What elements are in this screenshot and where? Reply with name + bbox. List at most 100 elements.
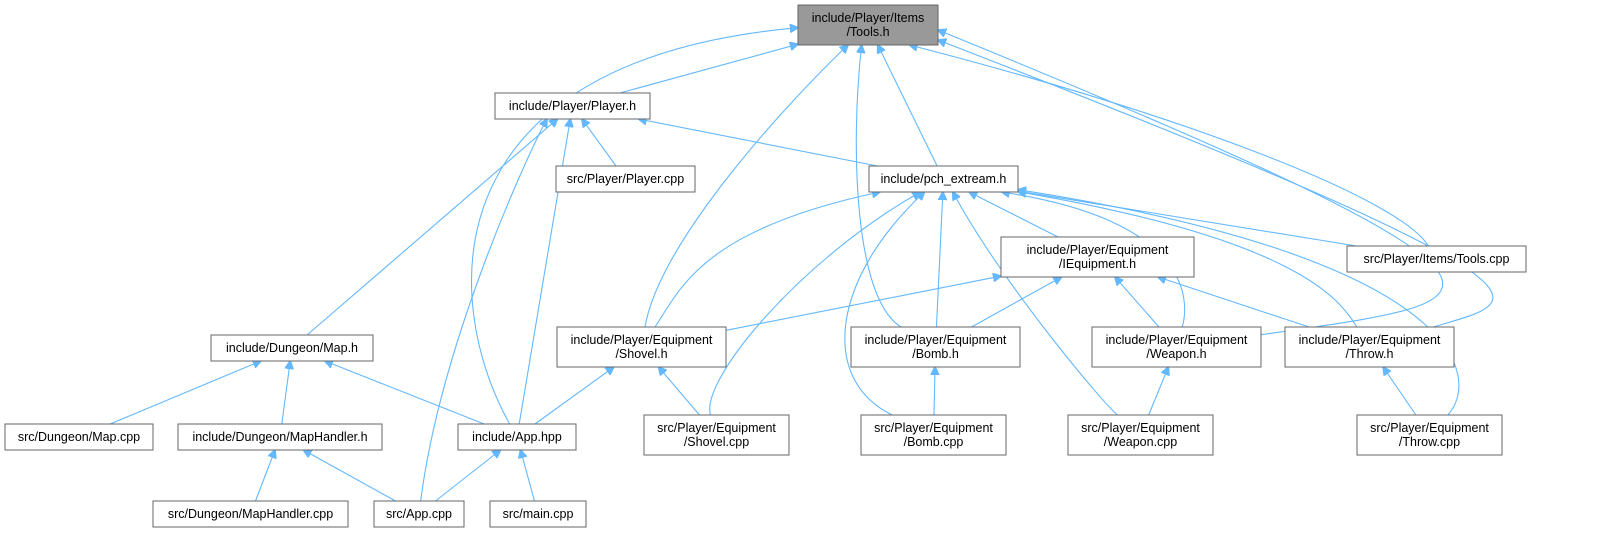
node-box [457,423,577,451]
node-label: /Tools.h [846,25,889,39]
node-label: include/Player/Player.h [509,99,636,113]
edge-map_cpp-to-map_h [109,361,261,425]
node-label: src/Player/Equipment [1370,421,1489,435]
node-box [210,334,374,362]
edge-weapon_cpp-to-pch [953,192,1118,416]
edge-iequip_h-to-pch [969,192,1059,238]
edge-bomb_h-to-pch [935,192,942,328]
node-label: include/Dungeon/MapHandler.h [192,430,367,444]
node-box [373,500,465,528]
node-label: /Throw.h [1346,347,1394,361]
node-label: src/main.cpp [503,507,574,521]
file-nodes: include/Player/Items/Tools.h include/Play… [4,4,1527,528]
node-box [489,500,587,528]
node-maphandler-h[interactable]: include/Dungeon/MapHandler.h [177,423,383,451]
node-box [1000,236,1195,278]
node-label: include/pch_extream.h [881,172,1007,186]
node-label: /Bomb.cpp [904,435,964,449]
node-label: include/Player/Equipment [1027,243,1169,257]
node-box [177,423,383,451]
node-box [4,423,154,451]
node-weapon-cpp[interactable]: src/Player/Equipment/Weapon.cpp [1067,414,1214,456]
edge-app_cpp-to-app_hpp [435,450,501,502]
node-tools-h[interactable]: include/Player/Items/Tools.h [797,4,939,46]
edge-pch-to-player_h [639,119,878,167]
node-iequip-h[interactable]: include/Player/Equipment/IEquipment.h [1000,236,1195,278]
edge-shovel_cpp-to-shovel_h [659,367,700,416]
edge-shovel_h-to-iequip_h [725,276,1001,331]
node-label: src/Player/Equipment [874,421,993,435]
node-box [868,165,1019,193]
node-box [1067,414,1214,456]
node-label: /Weapon.h [1146,347,1206,361]
edge-tools_cpp-to-tools_h [910,45,1429,247]
node-label: src/App.cpp [386,507,452,521]
node-maphandler-cpp[interactable]: src/Dungeon/MapHandler.cpp [152,500,349,528]
node-map-h[interactable]: include/Dungeon/Map.h [210,334,374,362]
node-label: include/Player/Equipment [571,333,713,347]
node-box [850,326,1021,368]
node-box [797,4,939,46]
node-tools-cpp[interactable]: src/Player/Items/Tools.cpp [1346,245,1527,273]
node-label: include/Dungeon/Map.h [226,341,358,355]
node-box [860,414,1007,456]
node-label: /Weapon.cpp [1104,435,1177,449]
edge-throw_h-to-iequip_h [1158,277,1310,328]
node-player-h[interactable]: include/Player/Player.h [494,92,651,120]
node-label: include/Player/Equipment [1106,333,1248,347]
edge-player_h-to-tools_h [619,44,798,94]
node-box [1346,245,1527,273]
node-box [152,500,349,528]
edge-weapon_h-to-iequip_h [1115,277,1160,328]
node-box [1091,326,1262,368]
node-box [556,326,727,368]
node-label: /Throw.cpp [1399,435,1460,449]
node-label: include/Player/Equipment [865,333,1007,347]
node-player-cpp[interactable]: src/Player/Player.cpp [555,165,696,193]
node-box [1356,414,1503,456]
edge-shovel_h-to-pch [654,192,880,328]
edge-app_hpp-to-shovel_h [534,367,614,425]
edge-shovel_cpp-to-pch [709,192,921,416]
edge-shovel_h-to-tools_h [644,45,848,328]
node-shovel-cpp[interactable]: src/Player/Equipment/Shovel.cpp [643,414,790,456]
node-box [555,165,696,193]
edge-throw_h-to-pch [1018,192,1358,328]
node-label: src/Player/Items/Tools.cpp [1364,252,1510,266]
node-label: src/Player/Player.cpp [567,172,684,186]
edge-bomb_h-to-tools_h [855,45,902,328]
node-map-cpp[interactable]: src/Dungeon/Map.cpp [4,423,154,451]
node-label: /Shovel.h [615,347,667,361]
node-box [494,92,651,120]
node-throw-h[interactable]: include/Player/Equipment/Throw.h [1284,326,1455,368]
edge-tools_cpp-to-pch [1018,191,1357,247]
edge-pch-to-tools_h [878,45,938,167]
node-label: include/Player/Equipment [1299,333,1441,347]
edge-throw_h-to-tools_h [938,40,1494,328]
edge-main_cpp-to-app_hpp [521,450,535,502]
node-label: src/Player/Equipment [657,421,776,435]
edge-player_cpp-to-player_h [582,119,617,167]
node-weapon-h[interactable]: include/Player/Equipment/Weapon.h [1091,326,1262,368]
edge-maphandler_cpp-to-maphandler_h [254,450,275,502]
node-bomb-h[interactable]: include/Player/Equipment/Bomb.h [850,326,1021,368]
edge-bomb_cpp-to-bomb_h [934,367,935,416]
edge-bomb_h-to-iequip_h [971,277,1062,328]
edge-app_hpp-to-tools_h [471,28,798,425]
edge-app_hpp-to-player_h [518,119,570,425]
node-pch[interactable]: include/pch_extream.h [868,165,1019,193]
node-app-hpp[interactable]: include/App.hpp [457,423,577,451]
node-shovel-h[interactable]: include/Player/Equipment/Shovel.h [556,326,727,368]
node-label: /Shovel.cpp [684,435,749,449]
edge-throw_cpp-to-pch [1018,190,1460,416]
edge-app_hpp-to-map_h [325,361,485,425]
edge-throw_cpp-to-throw_h [1383,367,1417,416]
node-label: src/Dungeon/Map.cpp [18,430,140,444]
node-app-cpp[interactable]: src/App.cpp [373,500,465,528]
edge-weapon_cpp-to-weapon_h [1148,367,1169,416]
node-main-cpp[interactable]: src/main.cpp [489,500,587,528]
node-label: /IEquipment.h [1059,257,1136,271]
node-throw-cpp[interactable]: src/Player/Equipment/Throw.cpp [1356,414,1503,456]
node-bomb-cpp[interactable]: src/Player/Equipment/Bomb.cpp [860,414,1007,456]
